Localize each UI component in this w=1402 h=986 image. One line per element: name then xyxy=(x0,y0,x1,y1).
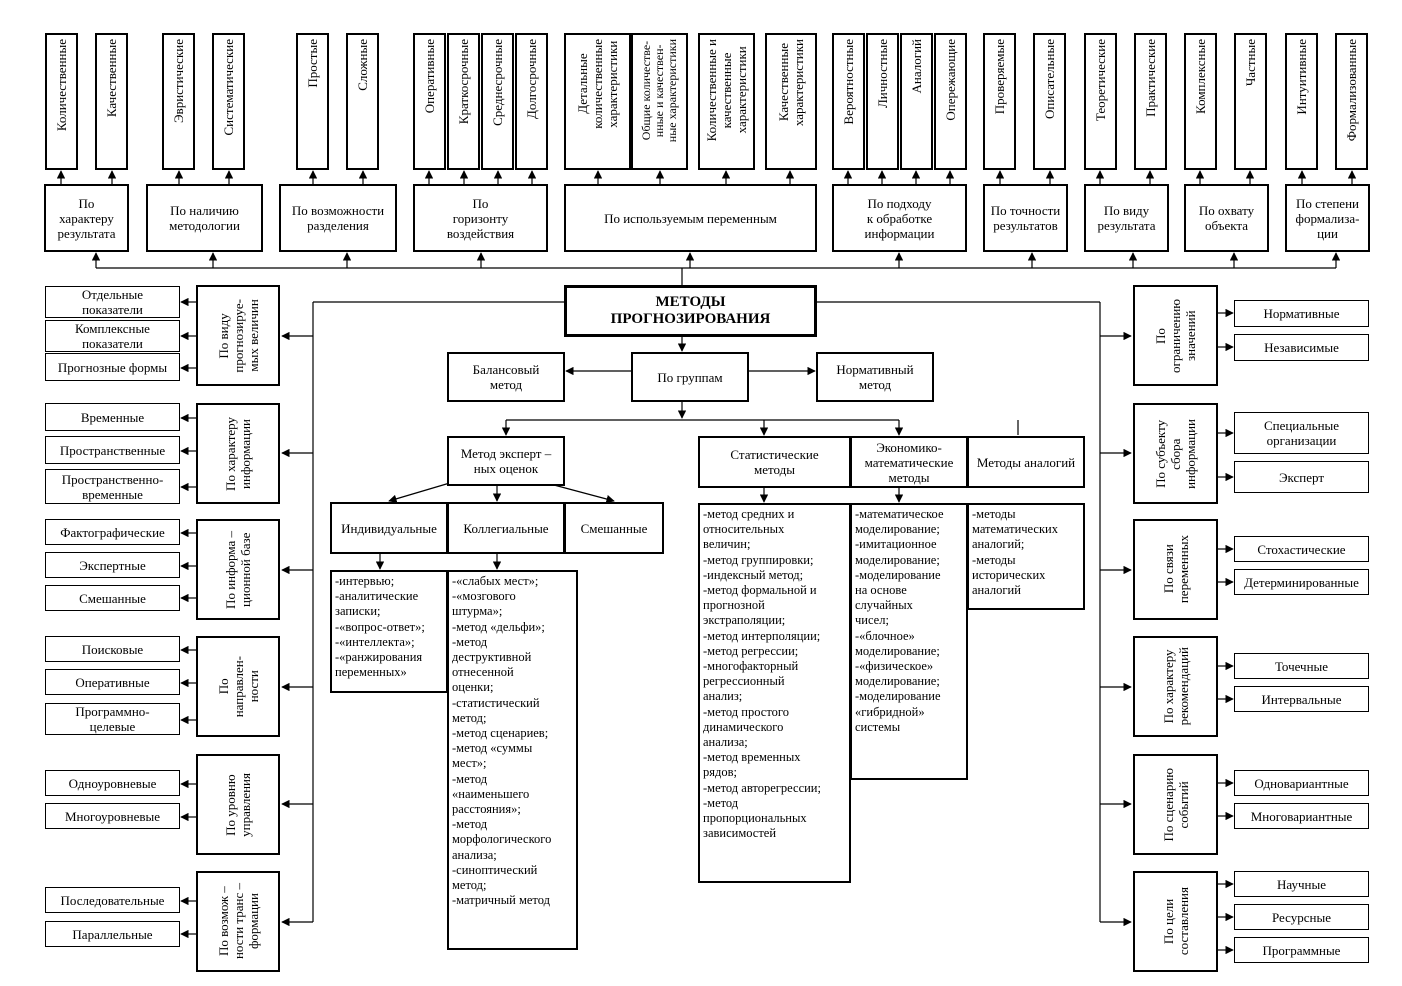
top-item: Систематические xyxy=(212,33,245,170)
top-item: Описательные xyxy=(1033,33,1066,170)
top-category-9: По охвату объекта xyxy=(1184,184,1269,252)
left-item: Прогнозные формы xyxy=(45,353,180,381)
left-item: Пространственные xyxy=(45,436,180,464)
left-item: Одноуровневые xyxy=(45,770,180,796)
top-item: Личностные xyxy=(866,33,899,170)
left-item: Оперативные xyxy=(45,669,180,695)
left-item: Фактографические xyxy=(45,519,180,545)
left-item: Экспертные xyxy=(45,552,180,578)
left-item: Параллельные xyxy=(45,921,180,947)
expert-type-collegial: Коллегиальные xyxy=(447,502,565,554)
left-category-2: По характеру информации xyxy=(196,403,280,504)
top-category-8: По виду результата xyxy=(1084,184,1169,252)
right-category-2: По субъекту сбора информации xyxy=(1133,403,1218,504)
right-category-6: По цели составления xyxy=(1133,871,1218,972)
left-item: Многоуровневые xyxy=(45,803,180,829)
top-item: Формализованные xyxy=(1335,33,1368,170)
top-item: Опережающие xyxy=(934,33,967,170)
left-item: Пространственно- временные xyxy=(45,469,180,504)
left-item: Последовательные xyxy=(45,887,180,913)
statistical-methods-box: Статистические методы xyxy=(698,436,851,488)
left-item: Комплексные показатели xyxy=(45,320,180,352)
top-category-3: По возможности разделения xyxy=(279,184,397,252)
right-category-1: По ограничению значений xyxy=(1133,285,1218,386)
economic-math-methods-box: Экономико- математические методы xyxy=(850,436,968,488)
top-item: Частные xyxy=(1234,33,1267,170)
top-item: Теоретические xyxy=(1084,33,1117,170)
right-item: Многовариантные xyxy=(1234,803,1369,829)
top-item: Качественные xyxy=(95,33,128,170)
top-item: Простые xyxy=(296,33,329,170)
left-item: Временные xyxy=(45,403,180,431)
top-item: Аналогий xyxy=(900,33,933,170)
right-category-5: По сценарию событий xyxy=(1133,754,1218,855)
top-category-5: По используемым переменным xyxy=(564,184,817,252)
top-item: Количественные xyxy=(45,33,78,170)
top-item: Эвристические xyxy=(162,33,195,170)
left-category-6: По возмож – ности транс – формации xyxy=(196,871,280,972)
top-item: Среднесрочные xyxy=(481,33,514,170)
top-category-4: По горизонту воздействия xyxy=(413,184,548,252)
left-item: Смешанные xyxy=(45,585,180,611)
right-item: Одновариантные xyxy=(1234,770,1369,796)
top-category-2: По наличию методологии xyxy=(146,184,263,252)
diagram-title: МЕТОДЫ ПРОГНОЗИРОВАНИЯ xyxy=(564,285,817,337)
expert-method-box: Метод эксперт – ных оценок xyxy=(447,436,565,486)
expert-type-individual: Индивидуальные xyxy=(330,502,448,554)
top-item: Оперативные xyxy=(413,33,446,170)
normative-method-box: Нормативный метод xyxy=(816,352,934,402)
left-category-1: По виду прогнозируе- мых величин xyxy=(196,285,280,386)
right-item: Ресурсные xyxy=(1234,904,1369,930)
balance-method-box: Балансовый метод xyxy=(447,352,565,402)
economic-math-methods-list: -математическое моделирование; -имитацио… xyxy=(850,503,968,780)
top-item: Комплексные xyxy=(1184,33,1217,170)
top-category-10: По степени формализа- ции xyxy=(1285,184,1370,252)
top-item: Долгосрочные xyxy=(515,33,548,170)
right-item: Нормативные xyxy=(1234,300,1369,327)
left-category-4: По направлен- ности xyxy=(196,636,280,737)
top-item: Детальные количественные характеристики xyxy=(564,33,631,170)
top-item: Проверяемые xyxy=(983,33,1016,170)
expert-type-mixed: Смешанные xyxy=(564,502,664,554)
right-item: Детерминированные xyxy=(1234,569,1369,595)
individual-methods-list: -интервью; -аналитические записки; -«воп… xyxy=(330,570,448,693)
left-category-5: По уровню управления xyxy=(196,754,280,855)
top-item: Общие количестве- нные и качествен- ные … xyxy=(631,33,688,170)
right-item: Специальные организации xyxy=(1234,412,1369,454)
top-item: Качественные характеристики xyxy=(765,33,817,170)
top-item: Краткосрочные xyxy=(447,33,480,170)
top-item: Сложные xyxy=(346,33,379,170)
right-item: Независимые xyxy=(1234,334,1369,361)
top-item: Практические xyxy=(1134,33,1167,170)
right-item: Программные xyxy=(1234,937,1369,963)
right-item: Эксперт xyxy=(1234,461,1369,493)
left-item: Отдельные показатели xyxy=(45,286,180,318)
right-item: Научные xyxy=(1234,871,1369,897)
top-item: Интуитивные xyxy=(1285,33,1318,170)
top-item: Количественные и качественные характерис… xyxy=(698,33,755,170)
top-item: Вероятностные xyxy=(832,33,865,170)
collegial-methods-list: -«слабых мест»; -«мозгового штурма»; -ме… xyxy=(447,570,578,950)
top-category-1: По характеру результата xyxy=(44,184,129,252)
right-category-3: По связи переменных xyxy=(1133,519,1218,620)
top-category-7: По точности результатов xyxy=(983,184,1068,252)
right-item: Стохастические xyxy=(1234,536,1369,562)
left-item: Программно- целевые xyxy=(45,703,180,735)
right-category-4: По характеру рекомендаций xyxy=(1133,636,1218,737)
left-item: Поисковые xyxy=(45,636,180,662)
analogy-methods-list: -методы математических аналогий; -методы… xyxy=(967,503,1085,610)
right-item: Интервальные xyxy=(1234,686,1369,712)
top-category-6: По подходу к обработке информации xyxy=(832,184,967,252)
left-category-3: По информа – ционной базе xyxy=(196,519,280,620)
analogy-methods-box: Методы аналогий xyxy=(967,436,1085,488)
by-groups-box: По группам xyxy=(631,352,749,402)
statistical-methods-list: -метод средних и относительных величин; … xyxy=(698,503,851,883)
right-item: Точечные xyxy=(1234,653,1369,679)
